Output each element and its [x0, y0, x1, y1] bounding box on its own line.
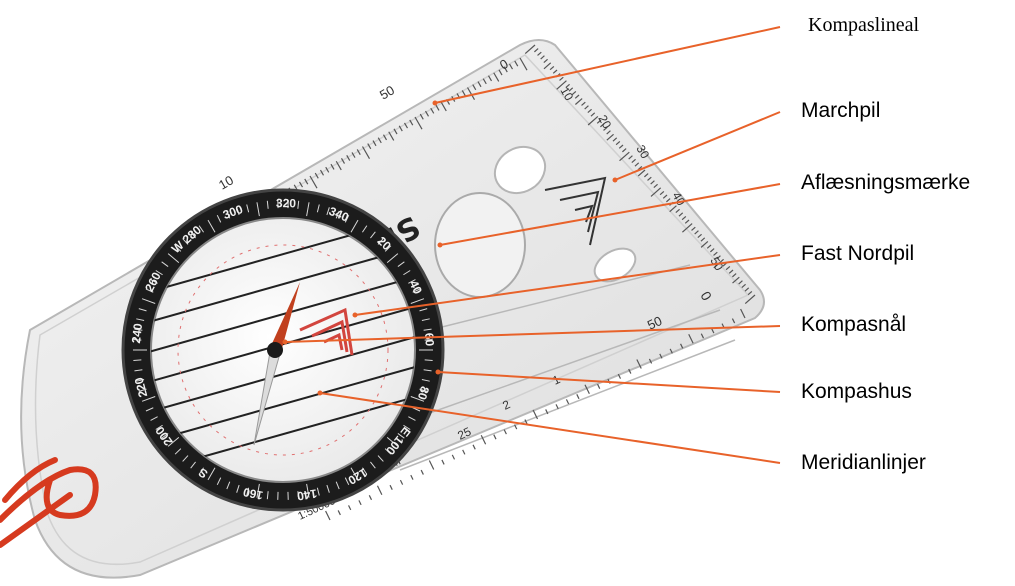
bezel-label: 60	[422, 332, 437, 347]
bottom-ruler-tick	[326, 511, 330, 520]
leader-end-dot	[318, 391, 323, 396]
bottom-ruler-tick	[359, 500, 361, 505]
bottom-ruler-tick	[390, 485, 392, 490]
bottom-ruler-tick	[566, 399, 568, 404]
bottom-ruler-tick	[349, 505, 351, 510]
callout-kompasnaal: Kompasnål	[801, 314, 906, 335]
bottom-ruler-tick	[429, 461, 433, 470]
bezel-label: 320	[276, 196, 297, 210]
callout-fast-nordpil: Fast Nordpil	[801, 243, 914, 264]
bottom-ruler-tick	[473, 445, 475, 450]
bottom-ruler-tick	[598, 384, 600, 389]
callout-aflaesningsmaerke: Aflæsningsmærke	[801, 172, 970, 193]
callout-kompaslineal: Kompaslineal	[808, 15, 919, 35]
bottom-ruler-tick	[338, 510, 340, 515]
bottom-ruler-tick	[411, 475, 413, 480]
bottom-ruler-tick	[369, 495, 371, 500]
magnifier-lens	[435, 193, 525, 297]
callout-meridianlinjer: Meridianlinjer	[801, 452, 926, 473]
leader-end-dot	[613, 178, 618, 183]
leader-end-dot	[353, 313, 358, 318]
bottom-ruler-tick	[377, 486, 381, 495]
bottom-ruler-tick	[494, 435, 496, 440]
leader-end-dot	[438, 243, 443, 248]
bezel-label: 240	[129, 322, 145, 344]
bottom-ruler-tick	[452, 455, 454, 460]
leader-end-dot	[436, 370, 441, 375]
bottom-ruler-tick	[421, 470, 423, 475]
leader-end-dot	[283, 340, 288, 345]
bottom-ruler-tick	[442, 460, 444, 465]
ruler-label: 10	[216, 172, 236, 192]
ruler-label: 50	[377, 82, 397, 102]
needle-pivot	[267, 342, 283, 358]
bottom-ruler-tick	[577, 394, 579, 399]
bezel-tick	[133, 360, 141, 361]
bottom-ruler-tick	[463, 450, 465, 455]
callout-kompashus: Kompashus	[801, 381, 912, 402]
leader-end-dot	[433, 101, 438, 106]
bottom-ruler-tick	[400, 480, 402, 485]
bottom-ruler-tick	[504, 430, 506, 435]
bezel-tick	[425, 360, 433, 361]
callout-marchpil: Marchpil	[801, 100, 880, 121]
